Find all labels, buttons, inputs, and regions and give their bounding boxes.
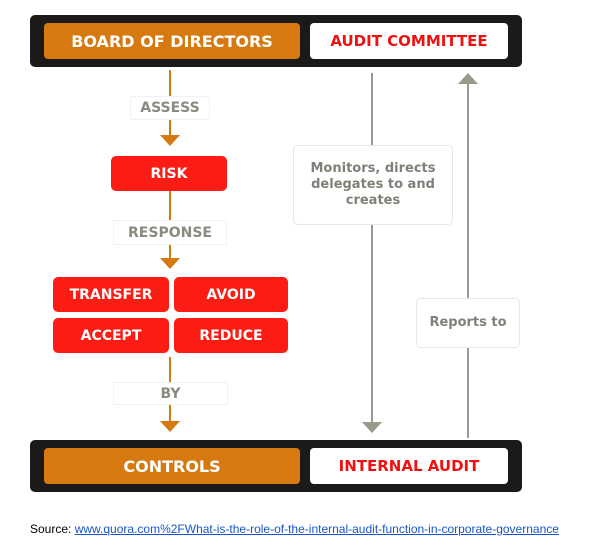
- arrow-down-icon: [362, 422, 382, 433]
- accept-box: ACCEPT: [53, 318, 169, 353]
- reports-line: [467, 82, 469, 438]
- arrow-up-icon: [458, 73, 478, 84]
- response-label: RESPONSE: [113, 220, 227, 245]
- assess-label: ASSESS: [130, 96, 210, 120]
- controls-box: CONTROLS: [44, 448, 300, 484]
- transfer-box: TRANSFER: [53, 277, 169, 312]
- source-label: Source:: [30, 522, 72, 536]
- monitors-note: Monitors, directs delegates to and creat…: [293, 145, 453, 225]
- board-of-directors-box: BOARD OF DIRECTORS: [44, 23, 300, 59]
- arrow-down-icon: [160, 258, 180, 269]
- monitors-line: [371, 73, 373, 425]
- avoid-box: AVOID: [174, 277, 288, 312]
- source-link[interactable]: www.quora.com%2FWhat-is-the-role-of-the-…: [74, 522, 559, 536]
- risk-box: RISK: [111, 156, 227, 191]
- internal-audit-box: INTERNAL AUDIT: [310, 448, 508, 484]
- audit-committee-box: AUDIT COMMITTEE: [310, 23, 508, 59]
- arrow-down-icon: [160, 421, 180, 432]
- reports-note: Reports to: [416, 298, 520, 348]
- reduce-box: REDUCE: [174, 318, 288, 353]
- arrow-down-icon: [160, 135, 180, 146]
- by-label: BY: [113, 382, 228, 405]
- source-line: Source: www.quora.com%2FWhat-is-the-role…: [30, 522, 559, 536]
